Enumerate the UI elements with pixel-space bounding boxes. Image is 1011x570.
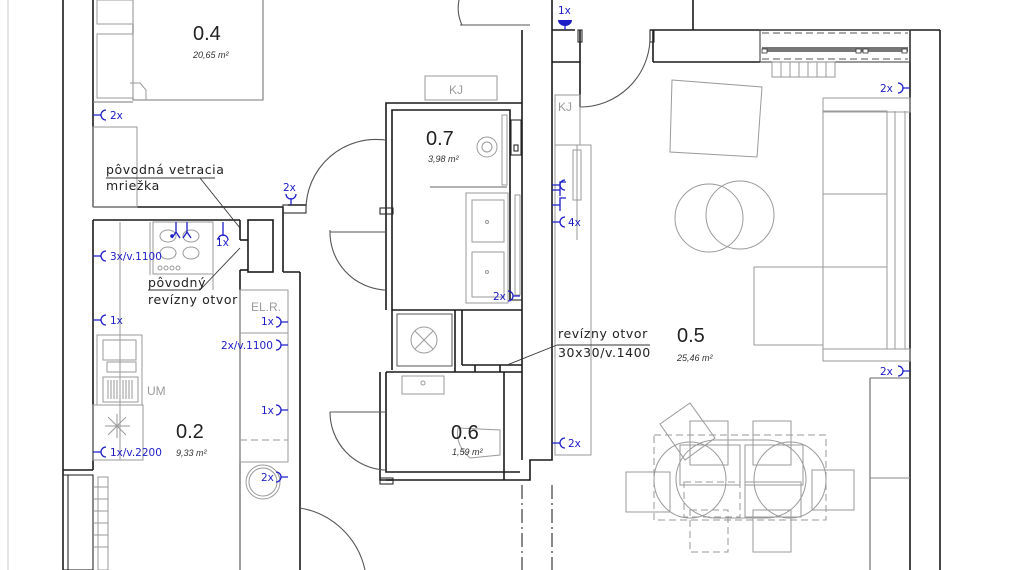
note-vent-grille-line1: pôvodná vetracia	[106, 162, 225, 177]
room-0-4[interactable]: 0.4 20,65 m²	[192, 23, 230, 60]
room-0-7[interactable]: 0.7 3,98 m²	[426, 128, 460, 164]
socket-labels: 2x 2x 1x 3x/v.1100 1x 1x/v.2200 1x 2x/v.…	[110, 5, 893, 484]
room-number: 0.7	[426, 128, 454, 150]
room-area: 9,33 m²	[176, 448, 208, 458]
room-area: 20,65 m²	[192, 50, 230, 60]
axis-lines	[521, 485, 553, 570]
room-number: 0.5	[677, 325, 705, 347]
room-0-2[interactable]: 0.2 9,33 m²	[176, 421, 208, 458]
room-area: 25,46 m²	[676, 353, 714, 363]
socket-label: 2x	[880, 366, 893, 378]
electrical-symbols	[93, 20, 910, 483]
doors	[299, 0, 651, 570]
socket-label: 2x	[493, 291, 506, 303]
room-0-5[interactable]: 0.5 25,46 m²	[676, 325, 714, 363]
socket-label: 2x	[283, 182, 296, 194]
socket-label: 2x/v.1100	[221, 340, 273, 352]
socket-label: 1x/v.2200	[110, 447, 162, 459]
snowflake-icon	[105, 414, 130, 438]
furniture-labels: KJ KJ EL.R. UM	[147, 83, 572, 398]
socket-label: 1x	[110, 315, 123, 327]
note-vent-grille-line2: mriežka	[106, 178, 160, 193]
socket-label: 2x	[261, 472, 274, 484]
socket-label: 2x	[110, 110, 123, 122]
annotations: pôvodná vetracia mriežka pôvodný revízny…	[106, 162, 651, 360]
socket-label: 4x	[568, 217, 581, 229]
socket-label: 3x/v.1100	[110, 251, 162, 263]
note-orig-access-line2: revízny otvor	[148, 292, 238, 307]
note-access-panel-line2: 30x30/v.1400	[558, 345, 651, 360]
socket-label: 1x	[216, 237, 229, 249]
label-el-r: EL.R.	[251, 300, 281, 314]
room-0-6[interactable]: 0.6 1,59 m²	[451, 422, 484, 457]
walls	[7, 0, 941, 570]
furniture	[92, 0, 911, 570]
label-kj-hall: KJ	[558, 100, 572, 114]
room-labels: 0.4 20,65 m² 0.7 3,98 m² 0.2 9,33 m² 0.6…	[176, 23, 714, 458]
socket-label: 1x	[558, 5, 571, 17]
note-access-panel-line1: revízny otvor	[558, 326, 648, 341]
socket-label: 1x	[261, 405, 274, 417]
socket-label: 2x	[880, 83, 893, 95]
label-kj-bath: KJ	[449, 83, 463, 97]
room-number: 0.6	[451, 422, 479, 444]
room-area: 1,59 m²	[452, 447, 484, 457]
room-area: 3,98 m²	[428, 154, 460, 164]
socket-label: 1x	[261, 316, 274, 328]
note-orig-access-line1: pôvodný	[148, 275, 206, 290]
label-um: UM	[147, 384, 166, 398]
room-number: 0.4	[193, 23, 221, 45]
socket-label: 2x	[568, 438, 581, 450]
room-number: 0.2	[176, 421, 204, 443]
leader-lines	[106, 177, 650, 366]
